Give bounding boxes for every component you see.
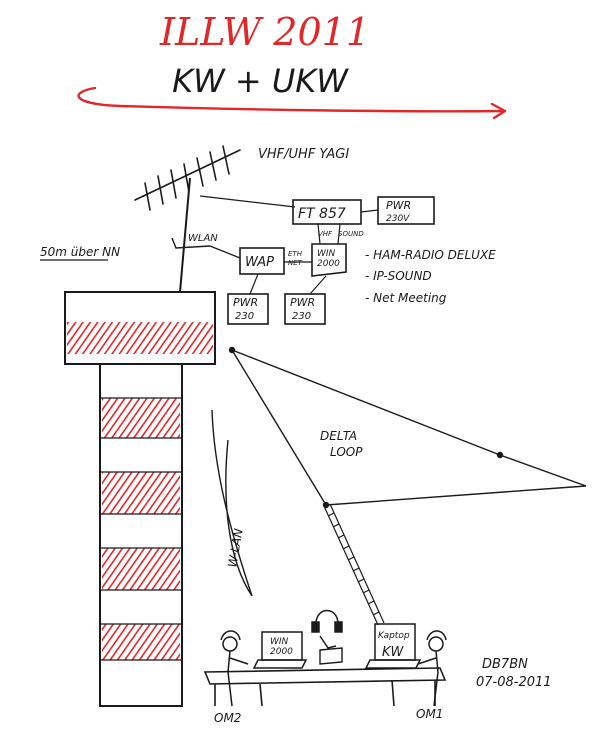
lighthouse-head-band [67,322,213,354]
height-label: 50m über NN [40,245,120,259]
win-line2: 2000 [317,259,340,269]
lighthouse-band-4 [102,624,180,660]
eth-line1: ETH [288,250,303,258]
psu-left-line1: PWR [233,296,258,309]
headset-icon [312,611,342,649]
operating-table [205,668,445,706]
antenna-label: VHF/UHF YAGI [258,147,349,162]
software-item-3: - Net Meeting [365,291,447,305]
psu-right-line1: PWR [290,296,315,309]
laptop-left-line1: WIN [270,637,289,647]
wap-label: WAP [245,255,274,270]
lighthouse [65,292,215,706]
laptop-left-line2: 2000 [270,647,293,657]
lighthouse-band-3 [102,548,180,590]
psu-left-line2: 230 [235,311,254,322]
laptop-right-line2: KW [382,645,405,660]
software-item-2: - IP-SOUND [365,269,432,283]
desk-radio [320,648,342,664]
sound-label: SOUND [338,230,364,238]
operator-right-label: OM1 [416,707,443,721]
operator-left-figure [221,631,248,706]
wap-psu-link [250,274,258,294]
win-psu-link [310,276,326,294]
subtitle: KW + UKW [172,62,349,100]
ladder-line [324,504,384,625]
delta-loop [230,348,587,508]
radio-label: FT 857 [298,206,346,222]
title: ILLW 2011 [159,10,370,54]
vhf-label: VHF [318,230,333,238]
wlan-label: WLAN [188,233,218,244]
delta-label-1: DELTA [320,429,357,443]
feed-cable [200,196,295,207]
lighthouse-band-1 [102,398,180,438]
software-item-1: - HAM-RADIO DELUXE [365,248,496,262]
laptop-right-line1: Kaptop [378,631,410,641]
wlan-wap-link [210,246,240,258]
win-line1: WIN [317,249,336,259]
wlan-vertical-label: W-LAN [225,528,246,569]
psu-right-line2: 230 [292,311,311,322]
psu-top-line2: 230V [386,214,410,224]
delta-label-2: LOOP [330,445,363,459]
callsign: DB7BN [482,657,528,672]
eth-line2: NET [288,259,303,267]
lighthouse-band-2 [102,472,180,514]
operator-left-label: OM2 [214,711,241,725]
psu-top-line1: PWR [386,199,411,212]
date: 07-08-2011 [476,675,552,690]
radio-psu-link [361,210,378,212]
